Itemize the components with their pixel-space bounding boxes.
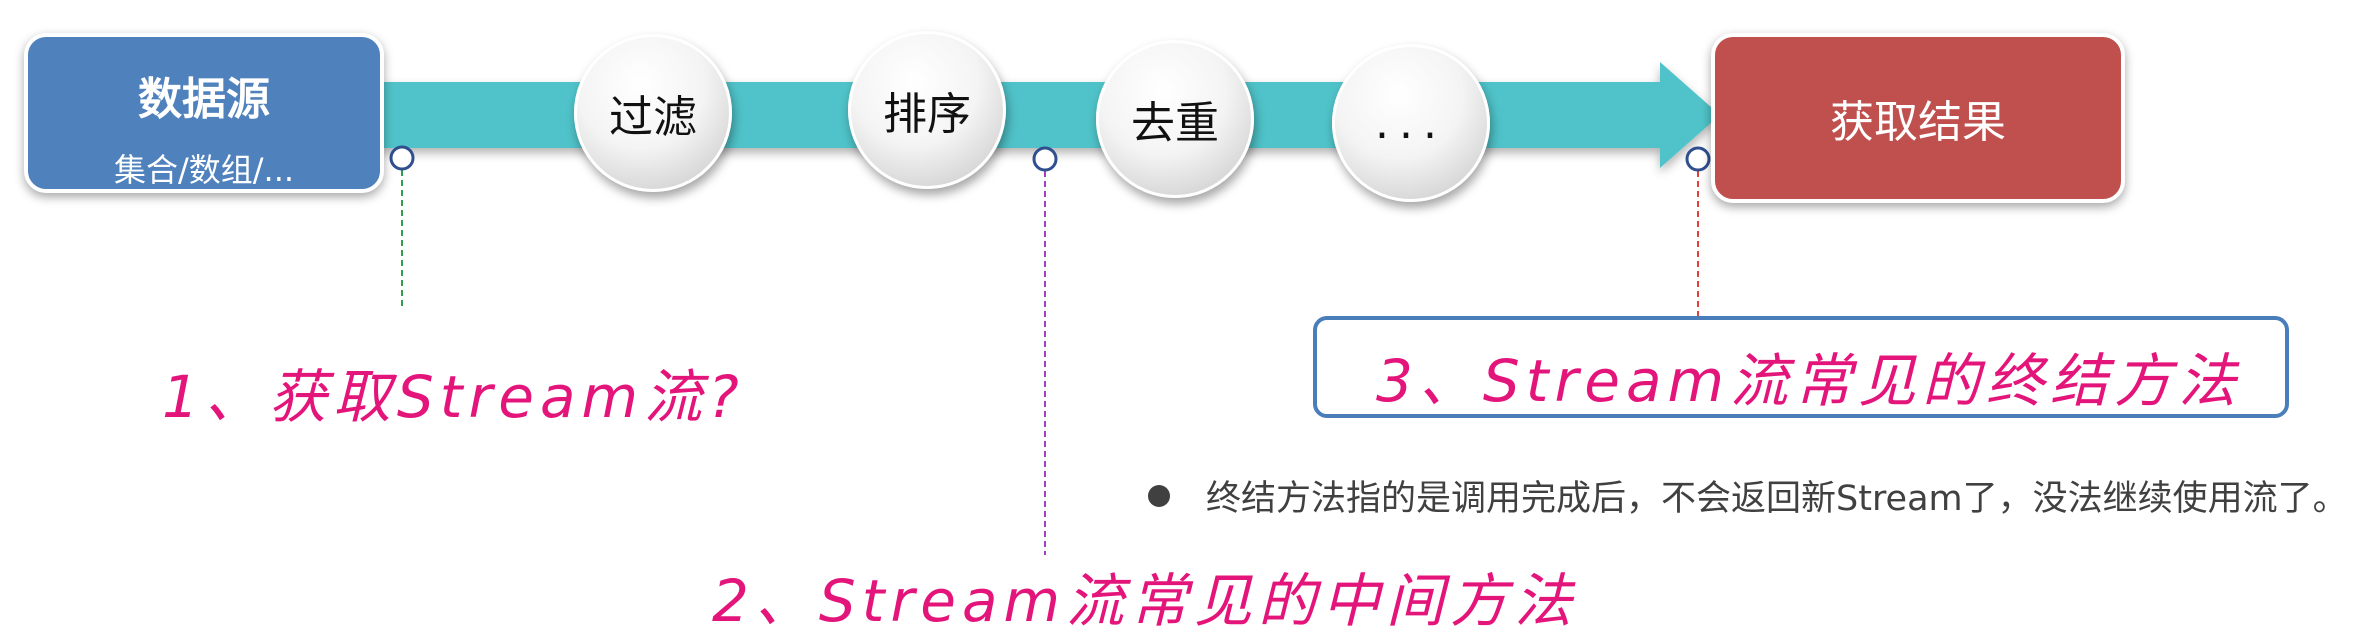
get-result-box: 获取结果 <box>1711 33 2125 203</box>
get-result-label: 获取结果 <box>1830 97 2006 148</box>
stage-sort: 排序 <box>848 31 1006 189</box>
stage-filter-label: 过滤 <box>609 92 697 143</box>
data-source-title: 数据源 <box>138 74 270 125</box>
stage-more-label: ... <box>1375 97 1447 149</box>
stage-filter: 过滤 <box>574 34 732 192</box>
terminal-method-note: 终结方法指的是调用完成后，不会返回新Stream了，没法继续使用流了。 <box>1148 470 2348 521</box>
annotation-step-3: 3、Stream流常见的终结方法 <box>1376 347 2243 415</box>
stage-distinct-label: 去重 <box>1131 98 1219 149</box>
data-source-box: 数据源 集合/数组/... <box>24 33 384 193</box>
stage-sort-label: 排序 <box>883 89 971 140</box>
data-source-subtitle: 集合/数组/... <box>113 151 295 189</box>
bullet-icon <box>1148 484 1170 507</box>
connector-dot-1 <box>389 145 415 171</box>
connector-dot-3 <box>1685 146 1711 172</box>
annotation-step-3-callout <box>1313 316 2289 418</box>
connector-dot-2 <box>1032 146 1058 172</box>
stage-distinct: 去重 <box>1096 40 1254 198</box>
annotation-step-1: 1、获取Stream流? <box>162 363 745 431</box>
stage-more: ... <box>1332 44 1490 202</box>
annotation-step-2: 2、Stream流常见的中间方法 <box>712 567 1579 635</box>
terminal-method-note-text: 终结方法指的是调用完成后，不会返回新Stream了，没法继续使用流了。 <box>1206 479 2348 519</box>
